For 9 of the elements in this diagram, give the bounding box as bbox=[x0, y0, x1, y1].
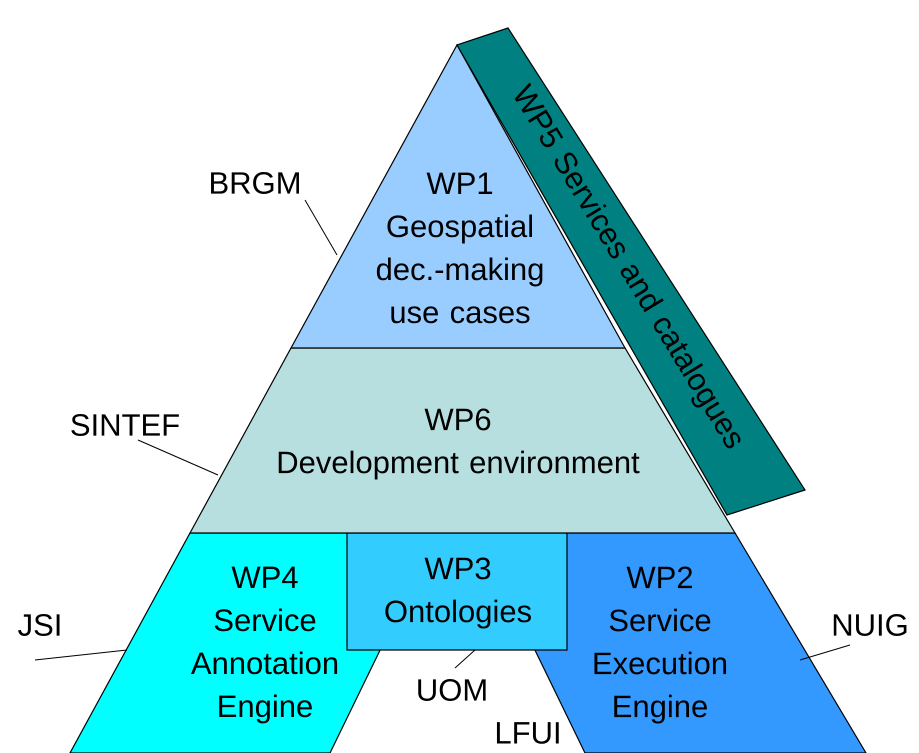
leader-line bbox=[304, 200, 338, 256]
partner-label: LFUI bbox=[496, 722, 559, 744]
work-package-box: WP3 Ontologies bbox=[346, 532, 568, 651]
leader-line bbox=[138, 440, 218, 476]
partner-label: JSI bbox=[18, 614, 60, 636]
leader-line bbox=[800, 644, 850, 660]
leader-line bbox=[454, 650, 476, 668]
partner-label: SINTEF bbox=[71, 414, 179, 436]
leader-line bbox=[34, 650, 128, 660]
